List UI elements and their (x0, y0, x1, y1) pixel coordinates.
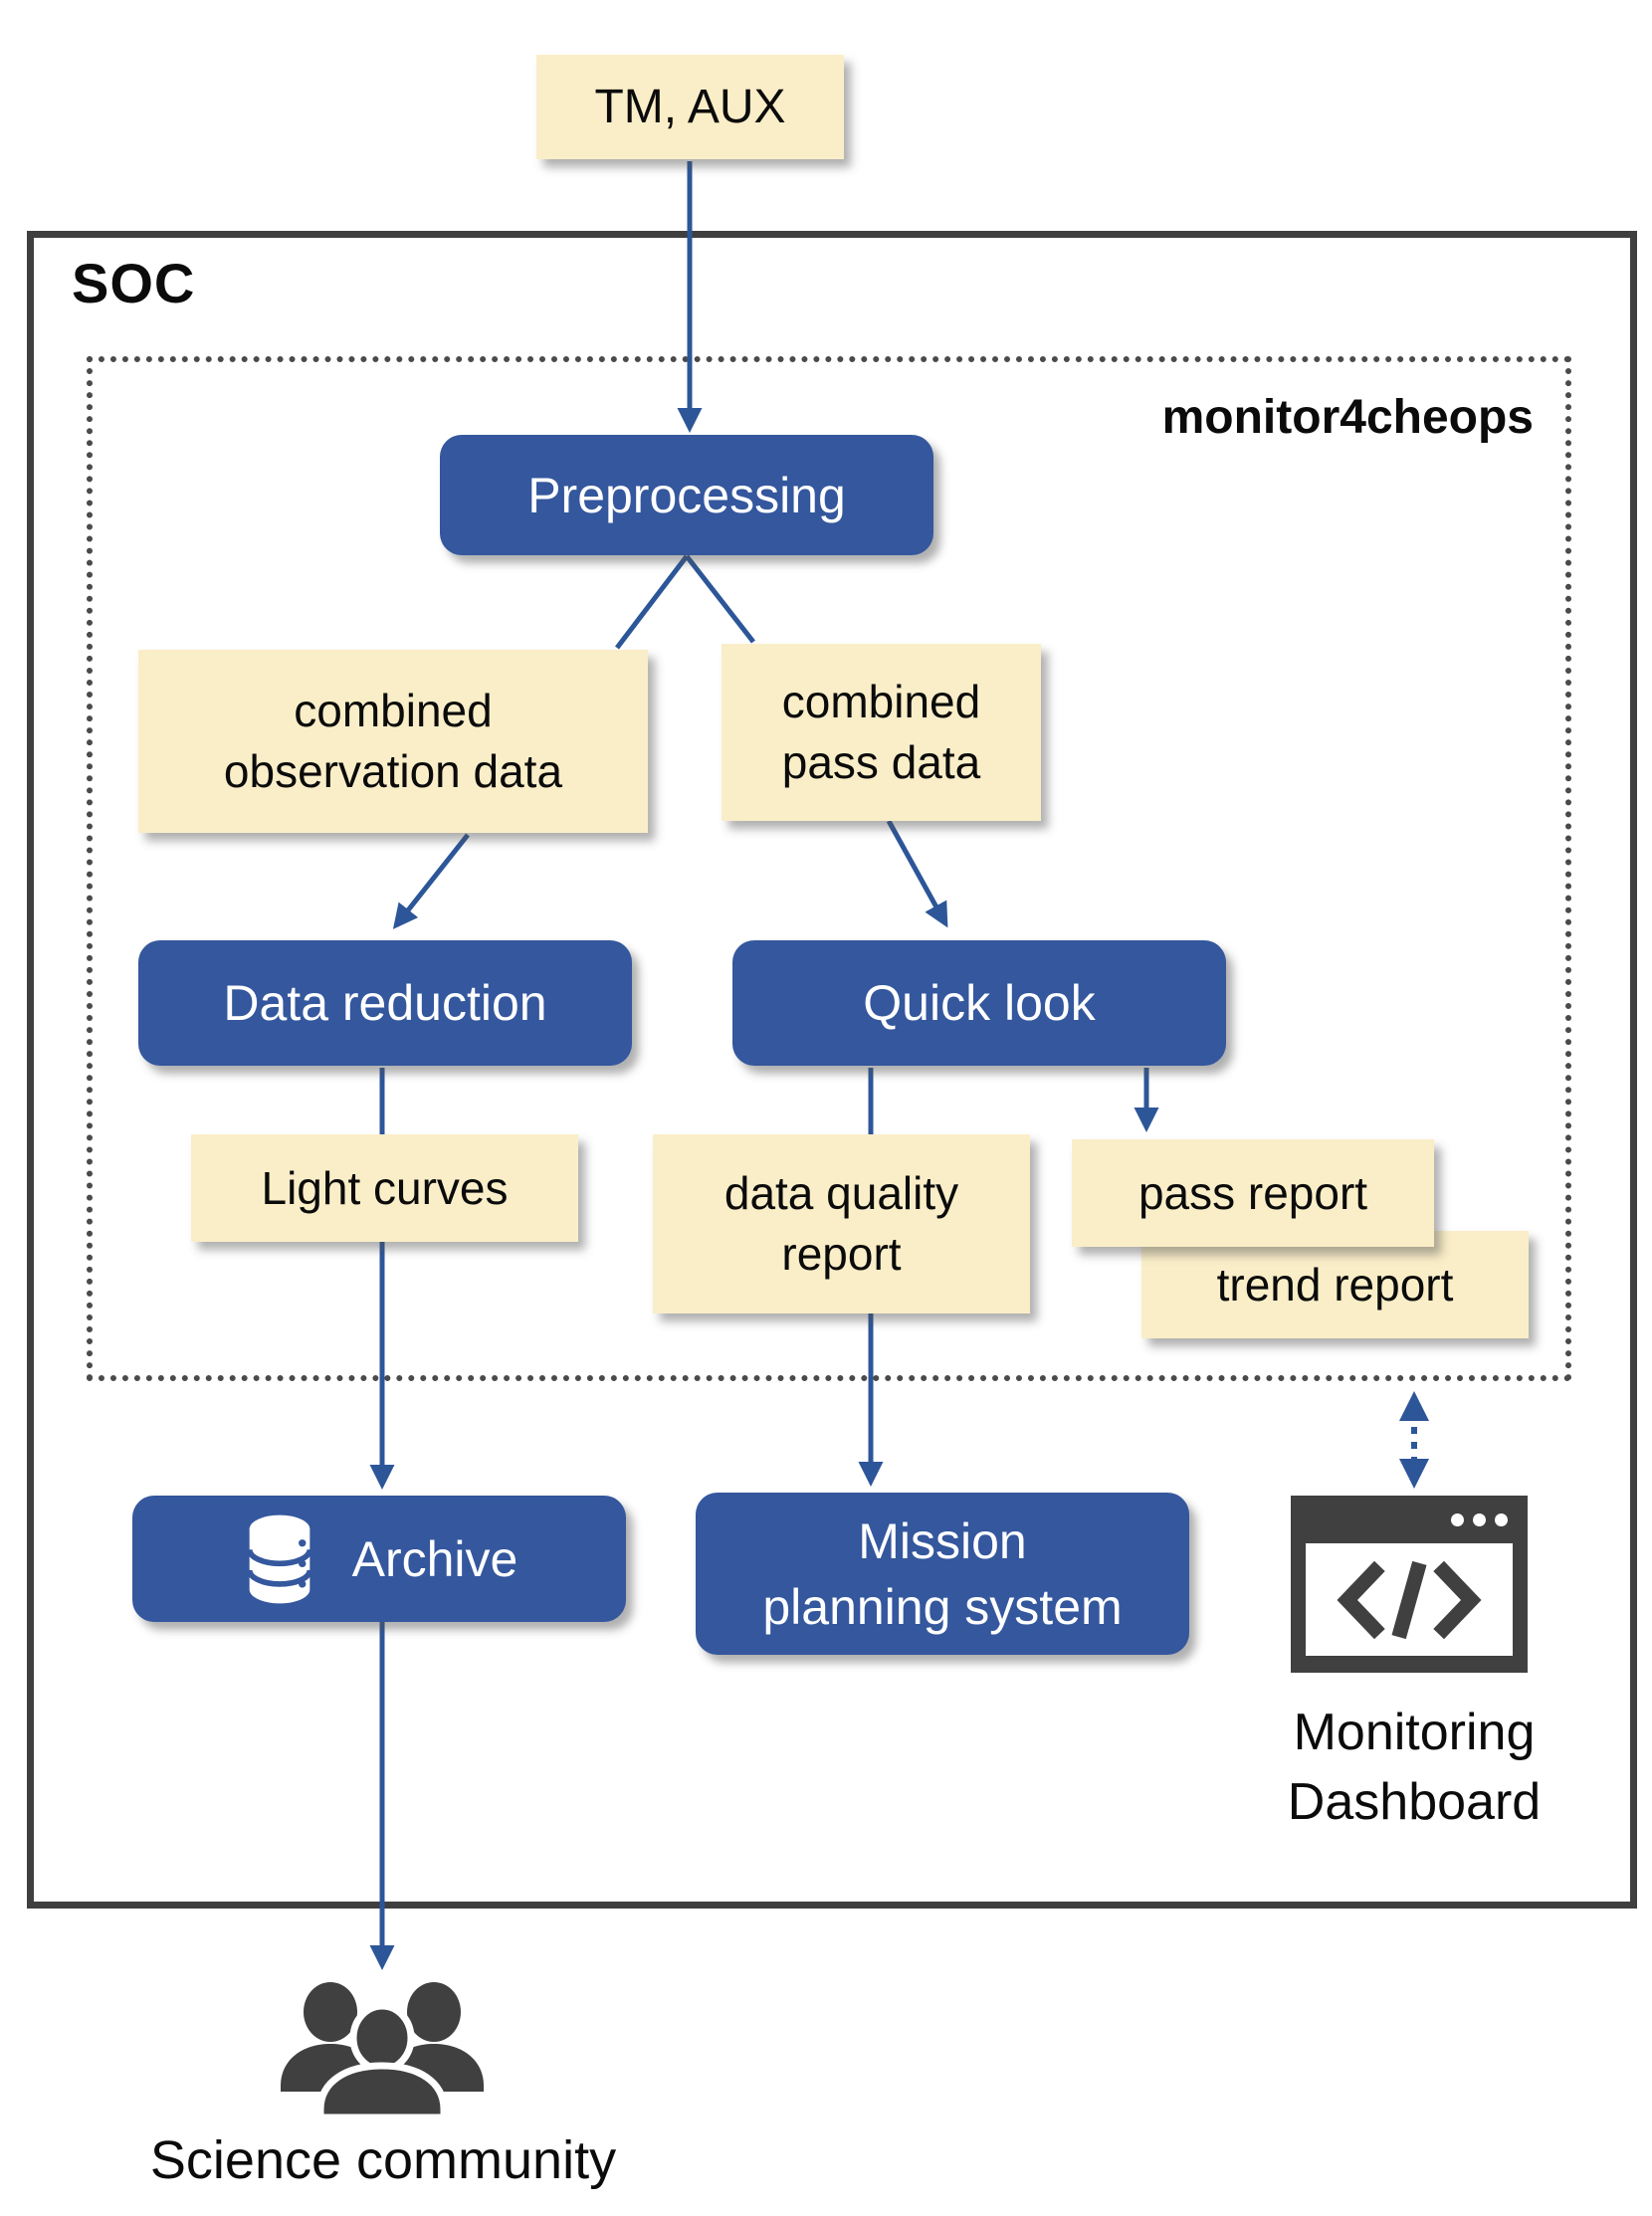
people-group-icon (281, 1982, 484, 2117)
archive-label: Archive (351, 1530, 518, 1587)
pass-report-label: pass report (1137, 1166, 1368, 1219)
preprocessing-box: Preprocessing (440, 435, 933, 555)
mission-planning-system-box: Mission planning system (696, 1493, 1189, 1655)
trend-report-box: trend report (1141, 1231, 1529, 1338)
tm-aux-box: TM, AUX (536, 55, 844, 159)
archive-box: Archive (132, 1496, 626, 1622)
pass-report-box: pass report (1072, 1139, 1434, 1247)
combined-observation-line2: observation data (223, 745, 563, 797)
data-quality-line2: report (781, 1228, 902, 1280)
trend-report-label: trend report (1216, 1258, 1454, 1310)
code-glyph-icon (1337, 1560, 1482, 1639)
quick-look-label: Quick look (863, 975, 1096, 1031)
combined-observation-line1: combined (294, 685, 493, 737)
monitor4cheops-frame (87, 356, 1571, 1381)
edge-preprocessing-to-pass (685, 554, 755, 644)
database-icon (246, 1514, 312, 1603)
monitoring-line2: Dashboard (1287, 1773, 1542, 1832)
data-reduction-label: Data reduction (223, 975, 547, 1031)
quick-look-box: Quick look (732, 940, 1226, 1066)
combined-pass-line1: combined (781, 676, 981, 728)
mission-line2: planning system (762, 1578, 1123, 1635)
combined-pass-line2: pass data (781, 736, 981, 788)
code-pane (1306, 1543, 1513, 1656)
window-dot-icon (1473, 1513, 1486, 1526)
mission-line1: Mission (858, 1512, 1027, 1569)
code-browser-window-icon (1291, 1496, 1528, 1673)
window-dot-icon (1451, 1513, 1464, 1526)
tm-aux-label: TM, AUX (594, 80, 786, 133)
monitor4cheops-label: monitor4cheops (1161, 391, 1534, 444)
arrow-pass-to-quicklook (886, 819, 948, 928)
light-curves-label: Light curves (261, 1161, 509, 1214)
arrow-observation-to-datareduction (392, 833, 470, 929)
soc-label: SOC (72, 252, 196, 314)
edge-preprocessing-to-observation (615, 554, 689, 650)
monitoring-dashboard-label: Monitoring Dashboard (1255, 1698, 1573, 1837)
combined-pass-data-box: combined pass data (722, 644, 1041, 821)
combined-observation-data-box: combined observation data (138, 650, 648, 833)
data-reduction-box: Data reduction (138, 940, 632, 1066)
preprocessing-label: Preprocessing (527, 467, 846, 523)
science-community-label: Science community (149, 2130, 617, 2190)
monitoring-line1: Monitoring (1293, 1704, 1536, 1761)
data-quality-report-box: data quality report (653, 1134, 1030, 1313)
window-dot-icon (1495, 1513, 1508, 1526)
light-curves-box: Light curves (191, 1134, 578, 1242)
data-quality-line1: data quality (723, 1167, 959, 1220)
